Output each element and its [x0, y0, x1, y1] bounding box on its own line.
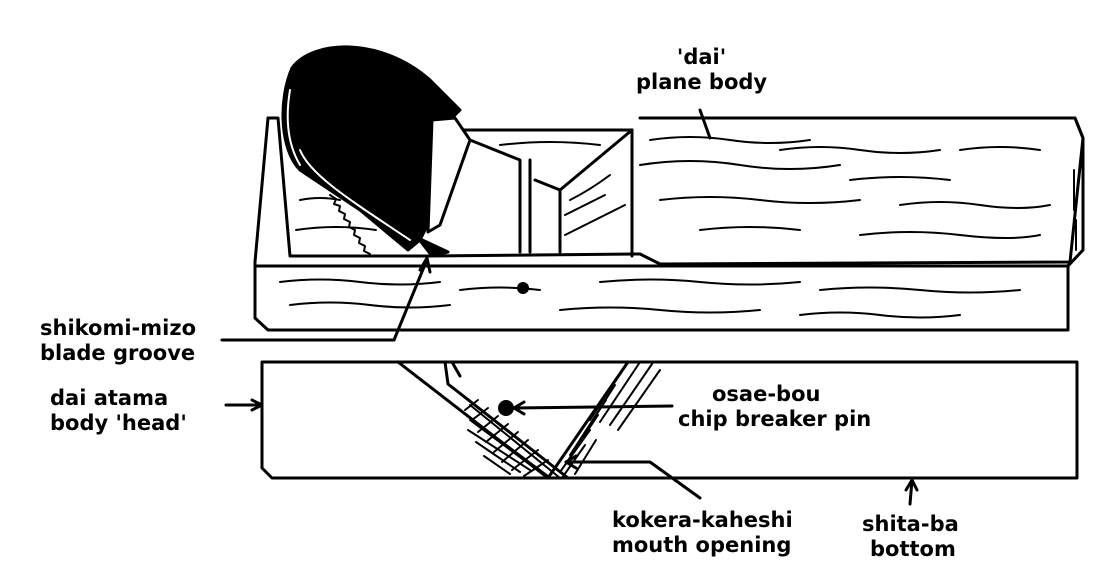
label-kokera-kaheshi-line1: kokera-kaheshi [612, 508, 793, 532]
leader-shikomi-mizo [220, 260, 428, 342]
label-dai-atama-line2: body 'head' [50, 411, 187, 435]
label-shita-ba-line1: shita-ba [862, 512, 959, 536]
leaders [220, 108, 919, 506]
label-dai: 'dai' plane body [636, 45, 767, 95]
label-osae-bou-line2: chip breaker pin [678, 407, 872, 431]
plane-body-section [260, 360, 1079, 480]
leader-shita-ba [908, 478, 914, 506]
plane-body-perspective [253, 45, 1085, 332]
label-dai-line2: plane body [636, 70, 768, 94]
label-shikomi-mizo-line2: blade groove [40, 341, 196, 365]
label-dai-atama-line1: dai atama [50, 386, 169, 410]
leader-dai [698, 108, 712, 140]
leader-kokera-kaheshi [564, 460, 702, 500]
label-osae-bou: osae-bou chip breaker pin [678, 382, 871, 432]
label-shita-ba: shita-ba bottom [862, 512, 959, 562]
label-osae-bou-line1: osae-bou [712, 382, 821, 406]
label-kokera-kaheshi-line2: mouth opening [612, 533, 792, 557]
label-dai-line1: 'dai' [676, 45, 727, 69]
label-shikomi-mizo-line1: shikomi-mizo [40, 316, 197, 340]
label-dai-atama: dai atama body 'head' [50, 386, 187, 436]
pin-dot-upper [517, 282, 529, 294]
label-shikomi-mizo: shikomi-mizo blade groove [40, 316, 196, 366]
pin-dot-lower [498, 400, 514, 416]
leader-osae-bou [512, 404, 674, 410]
label-kokera-kaheshi: kokera-kaheshi mouth opening [612, 508, 793, 558]
label-shita-ba-line2: bottom [870, 537, 956, 561]
